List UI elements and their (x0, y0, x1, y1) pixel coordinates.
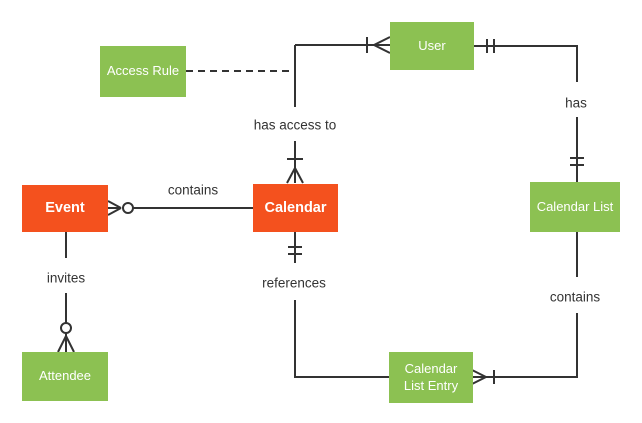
entity-access-rule[interactable]: Access Rule (100, 46, 186, 97)
crow-foot-icon (286, 167, 304, 184)
entity-calendar-label: Calendar (264, 199, 327, 216)
relationship-label-contains-event-calendar: contains (167, 182, 219, 198)
one-and-only-one-tick-icon (486, 39, 495, 53)
connector-user-calendar-list (474, 39, 584, 182)
entity-calendar-list-label: Calendar List (536, 198, 614, 214)
relationship-label-invites: invites (46, 270, 86, 286)
relationship-label-has: has (565, 95, 587, 111)
zero-circle-icon (122, 202, 134, 214)
relationship-label-contains-list-entry: contains (549, 289, 601, 305)
connector-event-calendar (107, 200, 253, 216)
zero-circle-icon (60, 322, 72, 334)
relationship-label-references: references (262, 275, 326, 291)
entity-attendee-label: Attendee (38, 368, 92, 384)
entity-user-label: User (418, 37, 446, 53)
entity-calendar[interactable]: Calendar (253, 184, 338, 232)
connector-event-attendee (57, 232, 75, 353)
connector-calendar-entry (288, 232, 389, 378)
entity-calendar-list-entry-label: Calendar List Entry (403, 361, 459, 393)
crow-foot-icon (57, 335, 75, 353)
entity-attendee[interactable]: Attendee (22, 352, 108, 401)
entity-event[interactable]: Event (22, 185, 108, 232)
crow-foot-icon (373, 36, 391, 54)
entity-access-rule-label: Access Rule (106, 63, 180, 79)
one-and-only-one-tick-icon (570, 157, 584, 166)
entity-calendar-list[interactable]: Calendar List (530, 182, 620, 232)
entity-event-label: Event (45, 200, 85, 217)
crow-foot-icon (471, 369, 487, 385)
entity-user[interactable]: User (390, 22, 474, 70)
one-and-only-one-tick-icon (288, 246, 302, 255)
crow-foot-icon (107, 200, 122, 216)
connector-calendar-list-entry (471, 232, 578, 385)
connector-user-calendar (286, 36, 391, 184)
entity-calendar-list-entry[interactable]: Calendar List Entry (389, 352, 473, 403)
relationship-label-has-access-to: has access to (253, 117, 337, 133)
